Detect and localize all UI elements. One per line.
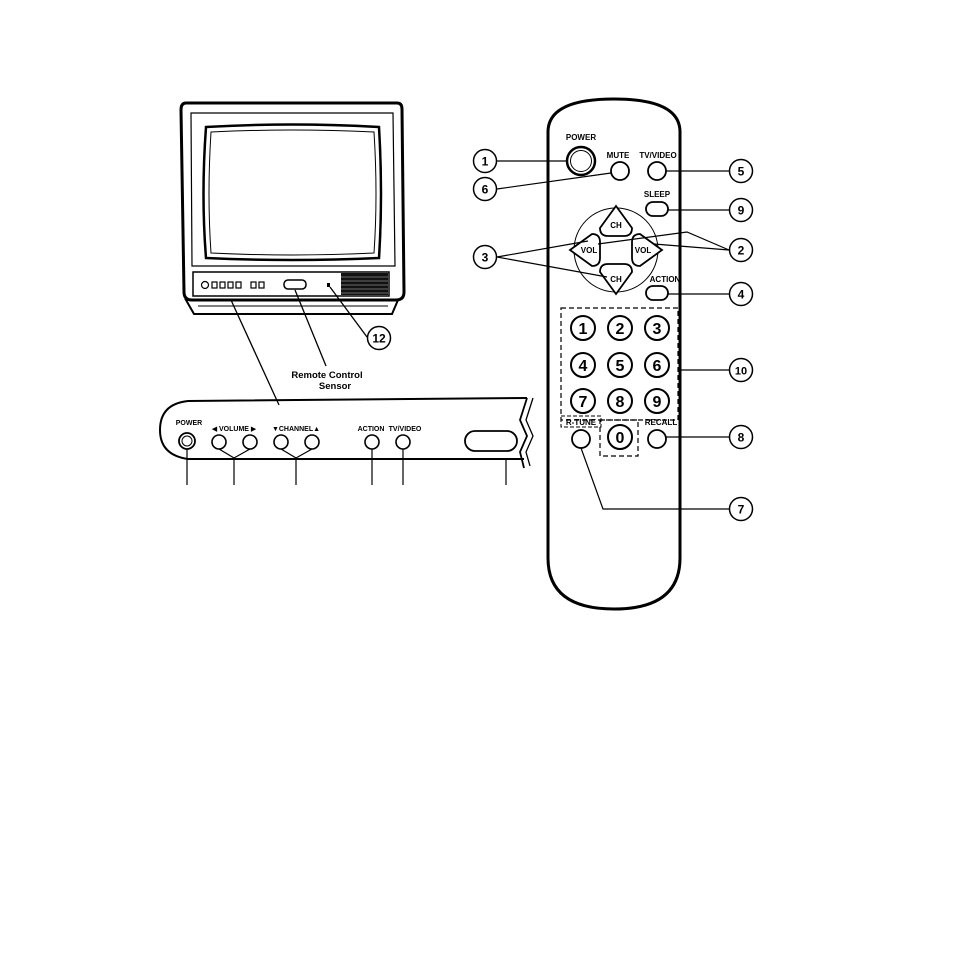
callout-1: 1 [474, 150, 497, 173]
key-4[interactable]: 4 [571, 353, 595, 377]
callout-2: 2 [730, 239, 753, 262]
panel-break [520, 398, 527, 468]
remote-mute-button[interactable] [611, 162, 629, 180]
key-3[interactable]: 3 [645, 316, 669, 340]
remote-tvvideo-label: TV/VIDEO [639, 151, 676, 160]
remote-ch-up-button[interactable]: CH [600, 206, 632, 236]
panel-volume-label: ◀ VOLUME ▶ [212, 426, 257, 433]
svg-text:9: 9 [738, 204, 745, 218]
svg-text:2: 2 [616, 321, 625, 338]
panel-leader-lines [187, 449, 506, 485]
remote-tvvideo-button[interactable] [648, 162, 666, 180]
svg-text:CH: CH [610, 221, 622, 230]
panel-action-label: ACTION [358, 426, 385, 433]
remote-recall-button[interactable] [648, 430, 666, 448]
remote-recall-label: RECALL [645, 418, 678, 427]
key-0[interactable]: 0 [608, 425, 632, 449]
svg-text:12: 12 [372, 332, 386, 346]
svg-text:4: 4 [738, 288, 745, 302]
remote-vol-left-button[interactable]: VOL [570, 234, 600, 266]
svg-text:7: 7 [579, 394, 588, 411]
remote-rtune-button[interactable] [572, 430, 590, 448]
front-panel: POWER ◀ VOLUME ▶ ▼CHANNEL▲ ACTION TV/VID… [160, 398, 533, 485]
callout-10: 10 [730, 359, 753, 382]
panel-power-button[interactable] [179, 433, 195, 449]
svg-text:8: 8 [738, 431, 745, 445]
remote-power-label: POWER [566, 133, 596, 142]
key-9[interactable]: 9 [645, 389, 669, 413]
callout-5: 5 [730, 160, 753, 183]
svg-text:9: 9 [653, 394, 662, 411]
svg-text:6: 6 [653, 358, 662, 375]
svg-text:VOL: VOL [635, 246, 652, 255]
sensor-label-line2: Sensor [319, 381, 352, 392]
svg-text:CH: CH [610, 275, 622, 284]
panel-sensor-window [465, 431, 517, 451]
key-6[interactable]: 6 [645, 353, 669, 377]
panel-volume-up-button[interactable] [243, 435, 257, 449]
panel-channel-up-button[interactable] [305, 435, 319, 449]
remote-action-label: ACTION [650, 275, 681, 284]
callout-6: 6 [474, 178, 497, 201]
tv-base [186, 300, 398, 314]
remote-control: POWER MUTE TV/VIDEO SLEEP CH CH VOL VOL … [548, 99, 681, 609]
tv-speaker-grille [341, 273, 388, 295]
callout-12: 12 [368, 327, 391, 350]
tv-set [181, 103, 404, 314]
remote-sleep-button[interactable] [646, 202, 668, 216]
remote-power-button[interactable] [567, 147, 595, 175]
svg-text:5: 5 [616, 358, 625, 375]
svg-text:3: 3 [482, 251, 489, 265]
key-5[interactable]: 5 [608, 353, 632, 377]
tv-cabinet-inner [191, 113, 395, 266]
key-1[interactable]: 1 [571, 316, 595, 340]
tv-screen [204, 125, 382, 261]
svg-text:8: 8 [616, 394, 625, 411]
callout-8: 8 [730, 426, 753, 449]
svg-text:10: 10 [735, 366, 747, 378]
svg-text:4: 4 [579, 358, 588, 375]
remote-ch-down-button[interactable]: CH [600, 264, 632, 294]
svg-text:0: 0 [616, 430, 625, 447]
svg-text:1: 1 [482, 155, 489, 169]
panel-channel-label: ▼CHANNEL▲ [272, 426, 320, 433]
panel-tvvideo-label: TV/VIDEO [389, 426, 422, 433]
remote-action-button[interactable] [646, 286, 668, 300]
panel-tvvideo-button[interactable] [396, 435, 410, 449]
callout-4: 4 [730, 283, 753, 306]
svg-text:3: 3 [653, 321, 662, 338]
key-8[interactable]: 8 [608, 389, 632, 413]
tv-screen-inner [209, 130, 376, 255]
svg-text:2: 2 [738, 244, 745, 258]
tv-cabinet [181, 103, 404, 300]
key-2[interactable]: 2 [608, 316, 632, 340]
callout-3: 3 [474, 246, 497, 269]
svg-text:7: 7 [738, 503, 745, 517]
svg-text:5: 5 [738, 165, 745, 179]
remote-rtune-label: R-TUNE [566, 418, 597, 427]
svg-text:1: 1 [579, 321, 588, 338]
tv-front-buttons [202, 282, 265, 289]
remote-sleep-label: SLEEP [644, 190, 671, 199]
panel-action-button[interactable] [365, 435, 379, 449]
panel-power-label: POWER [176, 420, 202, 427]
remote-keypad: 1 2 3 4 5 6 7 8 9 0 [571, 316, 669, 449]
panel-channel-down-button[interactable] [274, 435, 288, 449]
svg-text:6: 6 [482, 183, 489, 197]
remote-mute-label: MUTE [607, 151, 630, 160]
panel-volume-down-button[interactable] [212, 435, 226, 449]
key-7[interactable]: 7 [571, 389, 595, 413]
callout-9: 9 [730, 199, 753, 222]
sensor-label-line1: Remote Control [291, 370, 362, 381]
callout-7: 7 [730, 498, 753, 521]
tv-indicator [327, 283, 330, 287]
svg-text:VOL: VOL [581, 246, 598, 255]
tv-remote-sensor [284, 280, 306, 289]
